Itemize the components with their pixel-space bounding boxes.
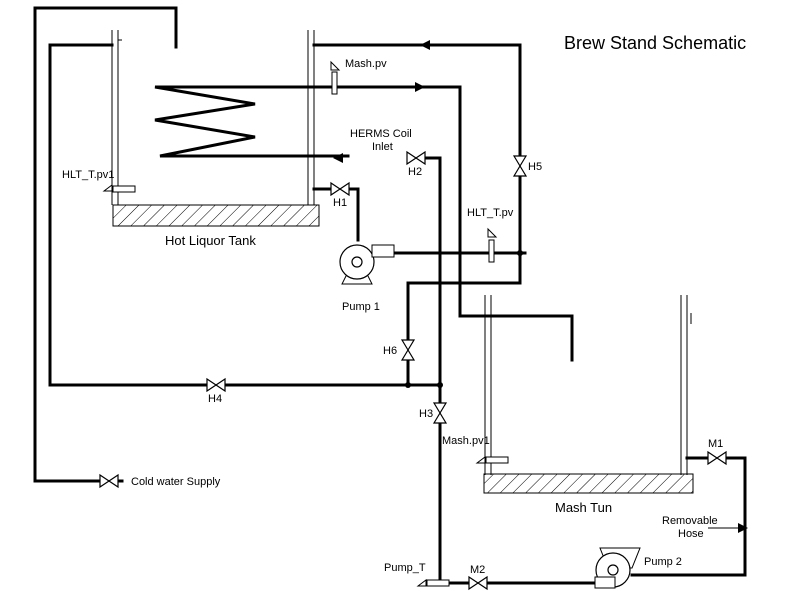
herms-inlet-label-line2: Inlet xyxy=(372,141,393,153)
sensor-pump-t xyxy=(416,579,450,587)
valve-cold-water[interactable] xyxy=(99,473,119,489)
valve-h6-label: H6 xyxy=(383,345,397,357)
hlt-burner xyxy=(112,204,320,227)
sensor-hlt-t-pv-label: HLT_T.pv xyxy=(467,207,514,219)
mash-burner xyxy=(483,473,694,494)
hot-liquor-tank: Hot Liquor Tank xyxy=(111,30,320,248)
arrow-herms-outlet xyxy=(415,82,425,92)
pump-2-label: Pump 2 xyxy=(644,556,682,568)
hose-label-line2: Hose xyxy=(678,528,704,540)
valve-m2-label: M2 xyxy=(470,564,485,576)
sensor-mash-pv1 xyxy=(475,456,509,464)
valve-m1-label: M1 xyxy=(708,438,723,450)
mash-label: Mash Tun xyxy=(555,500,612,515)
valve-h3[interactable] xyxy=(432,402,448,424)
sensor-mash-pv1-label: Mash.pv1 xyxy=(442,435,490,447)
valve-h4[interactable] xyxy=(206,377,226,393)
junction-pump1 xyxy=(517,250,523,256)
hose-label-line1: Removable xyxy=(662,515,718,527)
junction-h6 xyxy=(405,382,411,388)
sensor-mash-pv xyxy=(330,60,341,95)
pump-2[interactable] xyxy=(594,547,641,589)
herms-inlet-label-line1: HERMS Coil xyxy=(350,128,412,140)
pump-1-label: Pump 1 xyxy=(342,301,380,313)
sensor-pump-t-label: Pump_T xyxy=(384,562,426,574)
valve-h6[interactable] xyxy=(400,339,416,361)
valve-h5[interactable] xyxy=(512,155,528,177)
cold-water-label: Cold water Supply xyxy=(131,476,221,488)
arrow-hose xyxy=(738,523,748,533)
junction-h3 xyxy=(437,382,443,388)
valve-h3-label: H3 xyxy=(419,408,433,420)
hlt-label: Hot Liquor Tank xyxy=(165,233,256,248)
sensor-hlt-t-pv1 xyxy=(102,184,136,193)
valve-h1[interactable] xyxy=(330,181,350,197)
valve-h4-label: H4 xyxy=(208,393,222,405)
valve-m2[interactable] xyxy=(468,575,488,591)
valve-h2-label: H2 xyxy=(408,166,422,178)
valve-h5-label: H5 xyxy=(528,161,542,173)
piping xyxy=(33,6,747,587)
valve-m1[interactable] xyxy=(707,450,727,466)
valve-h1-label: H1 xyxy=(333,197,347,209)
arrow-top-return xyxy=(420,40,430,50)
diagram-title: Brew Stand Schematic xyxy=(564,33,746,53)
mash-tun: Mash Tun xyxy=(483,295,694,515)
pump-1[interactable] xyxy=(339,244,395,285)
valve-h2[interactable] xyxy=(406,150,426,166)
herms-coil xyxy=(154,85,462,158)
sensor-mash-pv-label: Mash.pv xyxy=(345,58,387,70)
sensor-hlt-t-pv1-label: HLT_T.pv1 xyxy=(62,169,114,181)
sensor-hlt-t-pv xyxy=(487,227,498,263)
arrow-herms-inlet xyxy=(333,153,343,163)
